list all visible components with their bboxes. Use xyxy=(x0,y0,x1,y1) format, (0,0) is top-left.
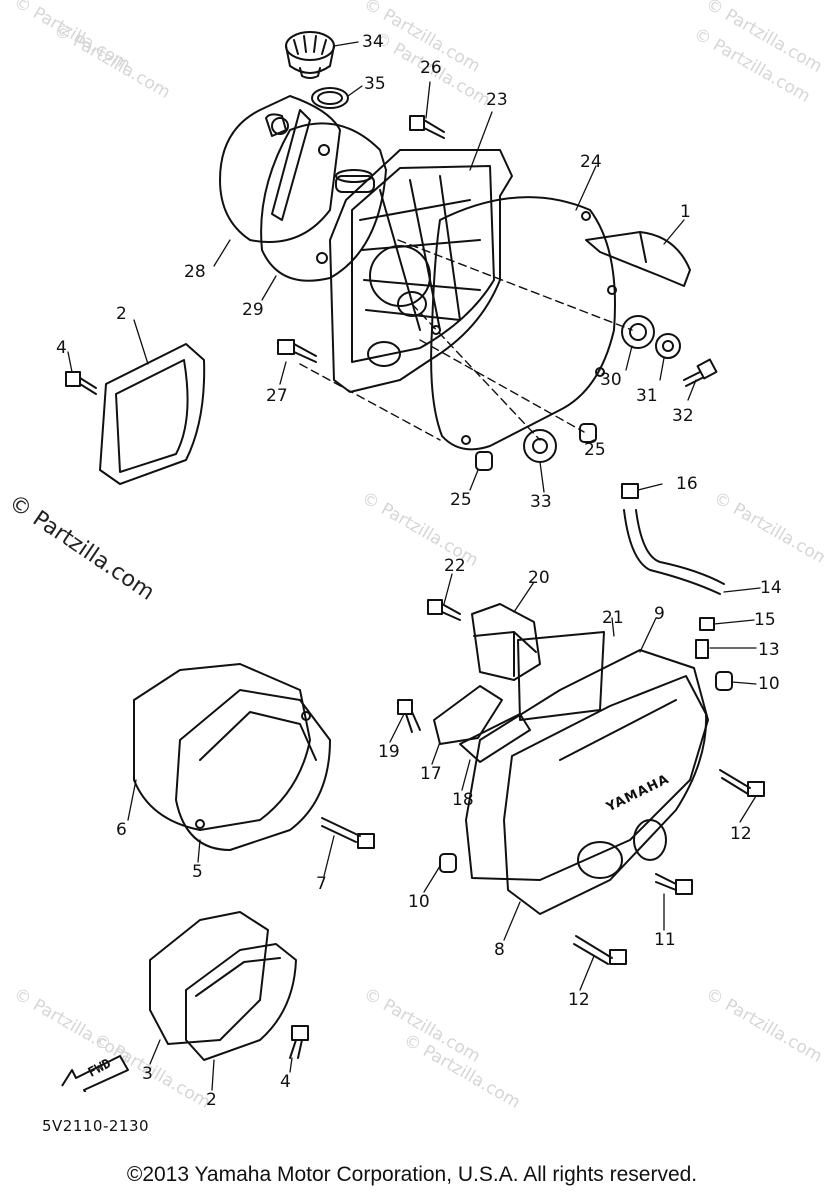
callout-12: 12 xyxy=(730,824,752,844)
callout-2: 2 xyxy=(206,1090,217,1110)
bolt-26 xyxy=(409,115,445,139)
callout-4: 4 xyxy=(56,338,67,358)
cover-2-lower xyxy=(185,943,297,1061)
callout-11: 11 xyxy=(654,930,676,950)
bolt-19 xyxy=(397,699,421,733)
o-ring xyxy=(311,87,349,109)
callout-4: 4 xyxy=(280,1072,291,1092)
hose-14 xyxy=(623,509,721,595)
callout-14: 14 xyxy=(760,578,782,598)
bolt-27 xyxy=(277,339,317,363)
crankcase-cover-23 xyxy=(329,149,513,393)
bolt-4-upper xyxy=(65,371,97,395)
callout-25: 25 xyxy=(584,440,606,460)
callout-29: 29 xyxy=(242,300,264,320)
callout-5: 5 xyxy=(192,862,203,882)
diagram-code: 5V2110-2130 xyxy=(42,1117,150,1135)
callout-21: 21 xyxy=(602,608,624,628)
oil-seal-30 xyxy=(621,315,655,349)
callout-13: 13 xyxy=(758,640,780,660)
callout-12: 12 xyxy=(568,990,590,1010)
callout-20: 20 xyxy=(528,568,550,588)
callout-17: 17 xyxy=(420,764,442,784)
bolt-12-lower xyxy=(573,935,627,965)
generator-cover-5 xyxy=(175,689,331,851)
callout-24: 24 xyxy=(580,152,602,172)
bolt-22 xyxy=(427,599,461,621)
inner-plate-28 xyxy=(219,95,341,243)
callout-33: 33 xyxy=(530,492,552,512)
callout-31: 31 xyxy=(636,386,658,406)
gasket-29 xyxy=(260,122,387,282)
gasket-24 xyxy=(430,196,617,451)
callout-34: 34 xyxy=(362,32,384,52)
callout-26: 26 xyxy=(420,58,442,78)
callout-10: 10 xyxy=(408,892,430,912)
forward-arrow-icon xyxy=(61,1055,129,1092)
alignment-lines xyxy=(299,239,633,441)
callout-23: 23 xyxy=(486,90,508,110)
gasket-21 xyxy=(517,631,605,721)
bracket-18 xyxy=(459,713,531,763)
copyright-footer: ©2013 Yamaha Motor Corporation, U.S.A. A… xyxy=(126,1163,698,1186)
gasket-2-upper xyxy=(99,343,206,485)
callout-32: 32 xyxy=(672,406,694,426)
callout-15: 15 xyxy=(754,610,776,630)
callout-27: 27 xyxy=(266,386,288,406)
bolt-7 xyxy=(321,817,375,849)
bolt-12-upper xyxy=(719,769,765,797)
washer-31 xyxy=(655,333,681,359)
callout-28: 28 xyxy=(184,262,206,282)
seal-33 xyxy=(523,429,557,463)
callout-9: 9 xyxy=(654,604,665,624)
clamp-15 xyxy=(699,617,715,631)
dowel-10-lower xyxy=(439,853,457,873)
callout-35: 35 xyxy=(364,74,386,94)
callout-16: 16 xyxy=(676,474,698,494)
dowel-25 xyxy=(579,423,597,443)
leader-lines xyxy=(67,41,761,1091)
bolt-11 xyxy=(655,873,693,895)
breather-1 xyxy=(585,231,691,287)
gasket-3 xyxy=(149,911,269,1045)
callout-6: 6 xyxy=(116,820,127,840)
callout-19: 19 xyxy=(378,742,400,762)
bolt-32 xyxy=(683,358,718,387)
bolt-4-lower xyxy=(289,1025,309,1059)
callout-30: 30 xyxy=(600,370,622,390)
nut-16 xyxy=(621,483,639,499)
callout-1: 1 xyxy=(680,202,691,222)
gasket-6 xyxy=(133,663,311,831)
cover-8 xyxy=(503,675,708,915)
callout-10: 10 xyxy=(758,674,780,694)
callout-2: 2 xyxy=(116,304,127,324)
bracket-17 xyxy=(433,685,503,745)
housing-20 xyxy=(471,603,541,681)
oil-filler-cap xyxy=(285,31,335,79)
callout-7: 7 xyxy=(316,874,327,894)
dowel-10 xyxy=(715,671,733,691)
dowel-25 xyxy=(475,451,493,471)
gasket-9 xyxy=(465,649,709,881)
callout-8: 8 xyxy=(494,940,505,960)
callout-22: 22 xyxy=(444,556,466,576)
fitting-13 xyxy=(695,639,709,659)
callout-3: 3 xyxy=(142,1064,153,1084)
callout-25: 25 xyxy=(450,490,472,510)
callout-18: 18 xyxy=(452,790,474,810)
